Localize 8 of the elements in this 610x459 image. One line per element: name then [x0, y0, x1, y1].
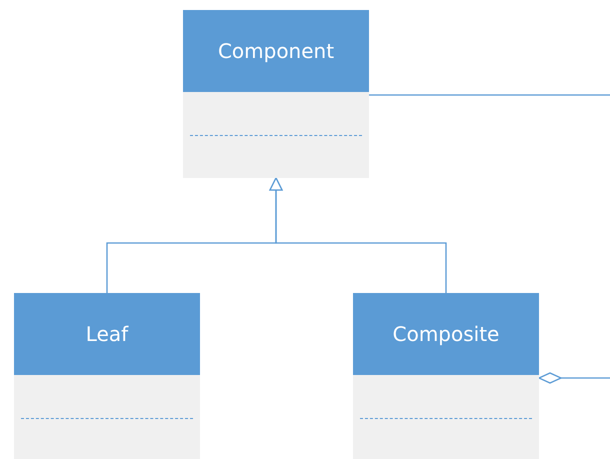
class-name: Leaf — [86, 322, 128, 346]
class-name: Component — [218, 39, 334, 63]
class-name: Composite — [392, 322, 500, 346]
class-box — [183, 10, 369, 178]
class-box — [353, 293, 539, 459]
inheritance-arrow — [269, 177, 447, 293]
class-box — [14, 293, 200, 459]
aggregation-line — [369, 94, 610, 384]
